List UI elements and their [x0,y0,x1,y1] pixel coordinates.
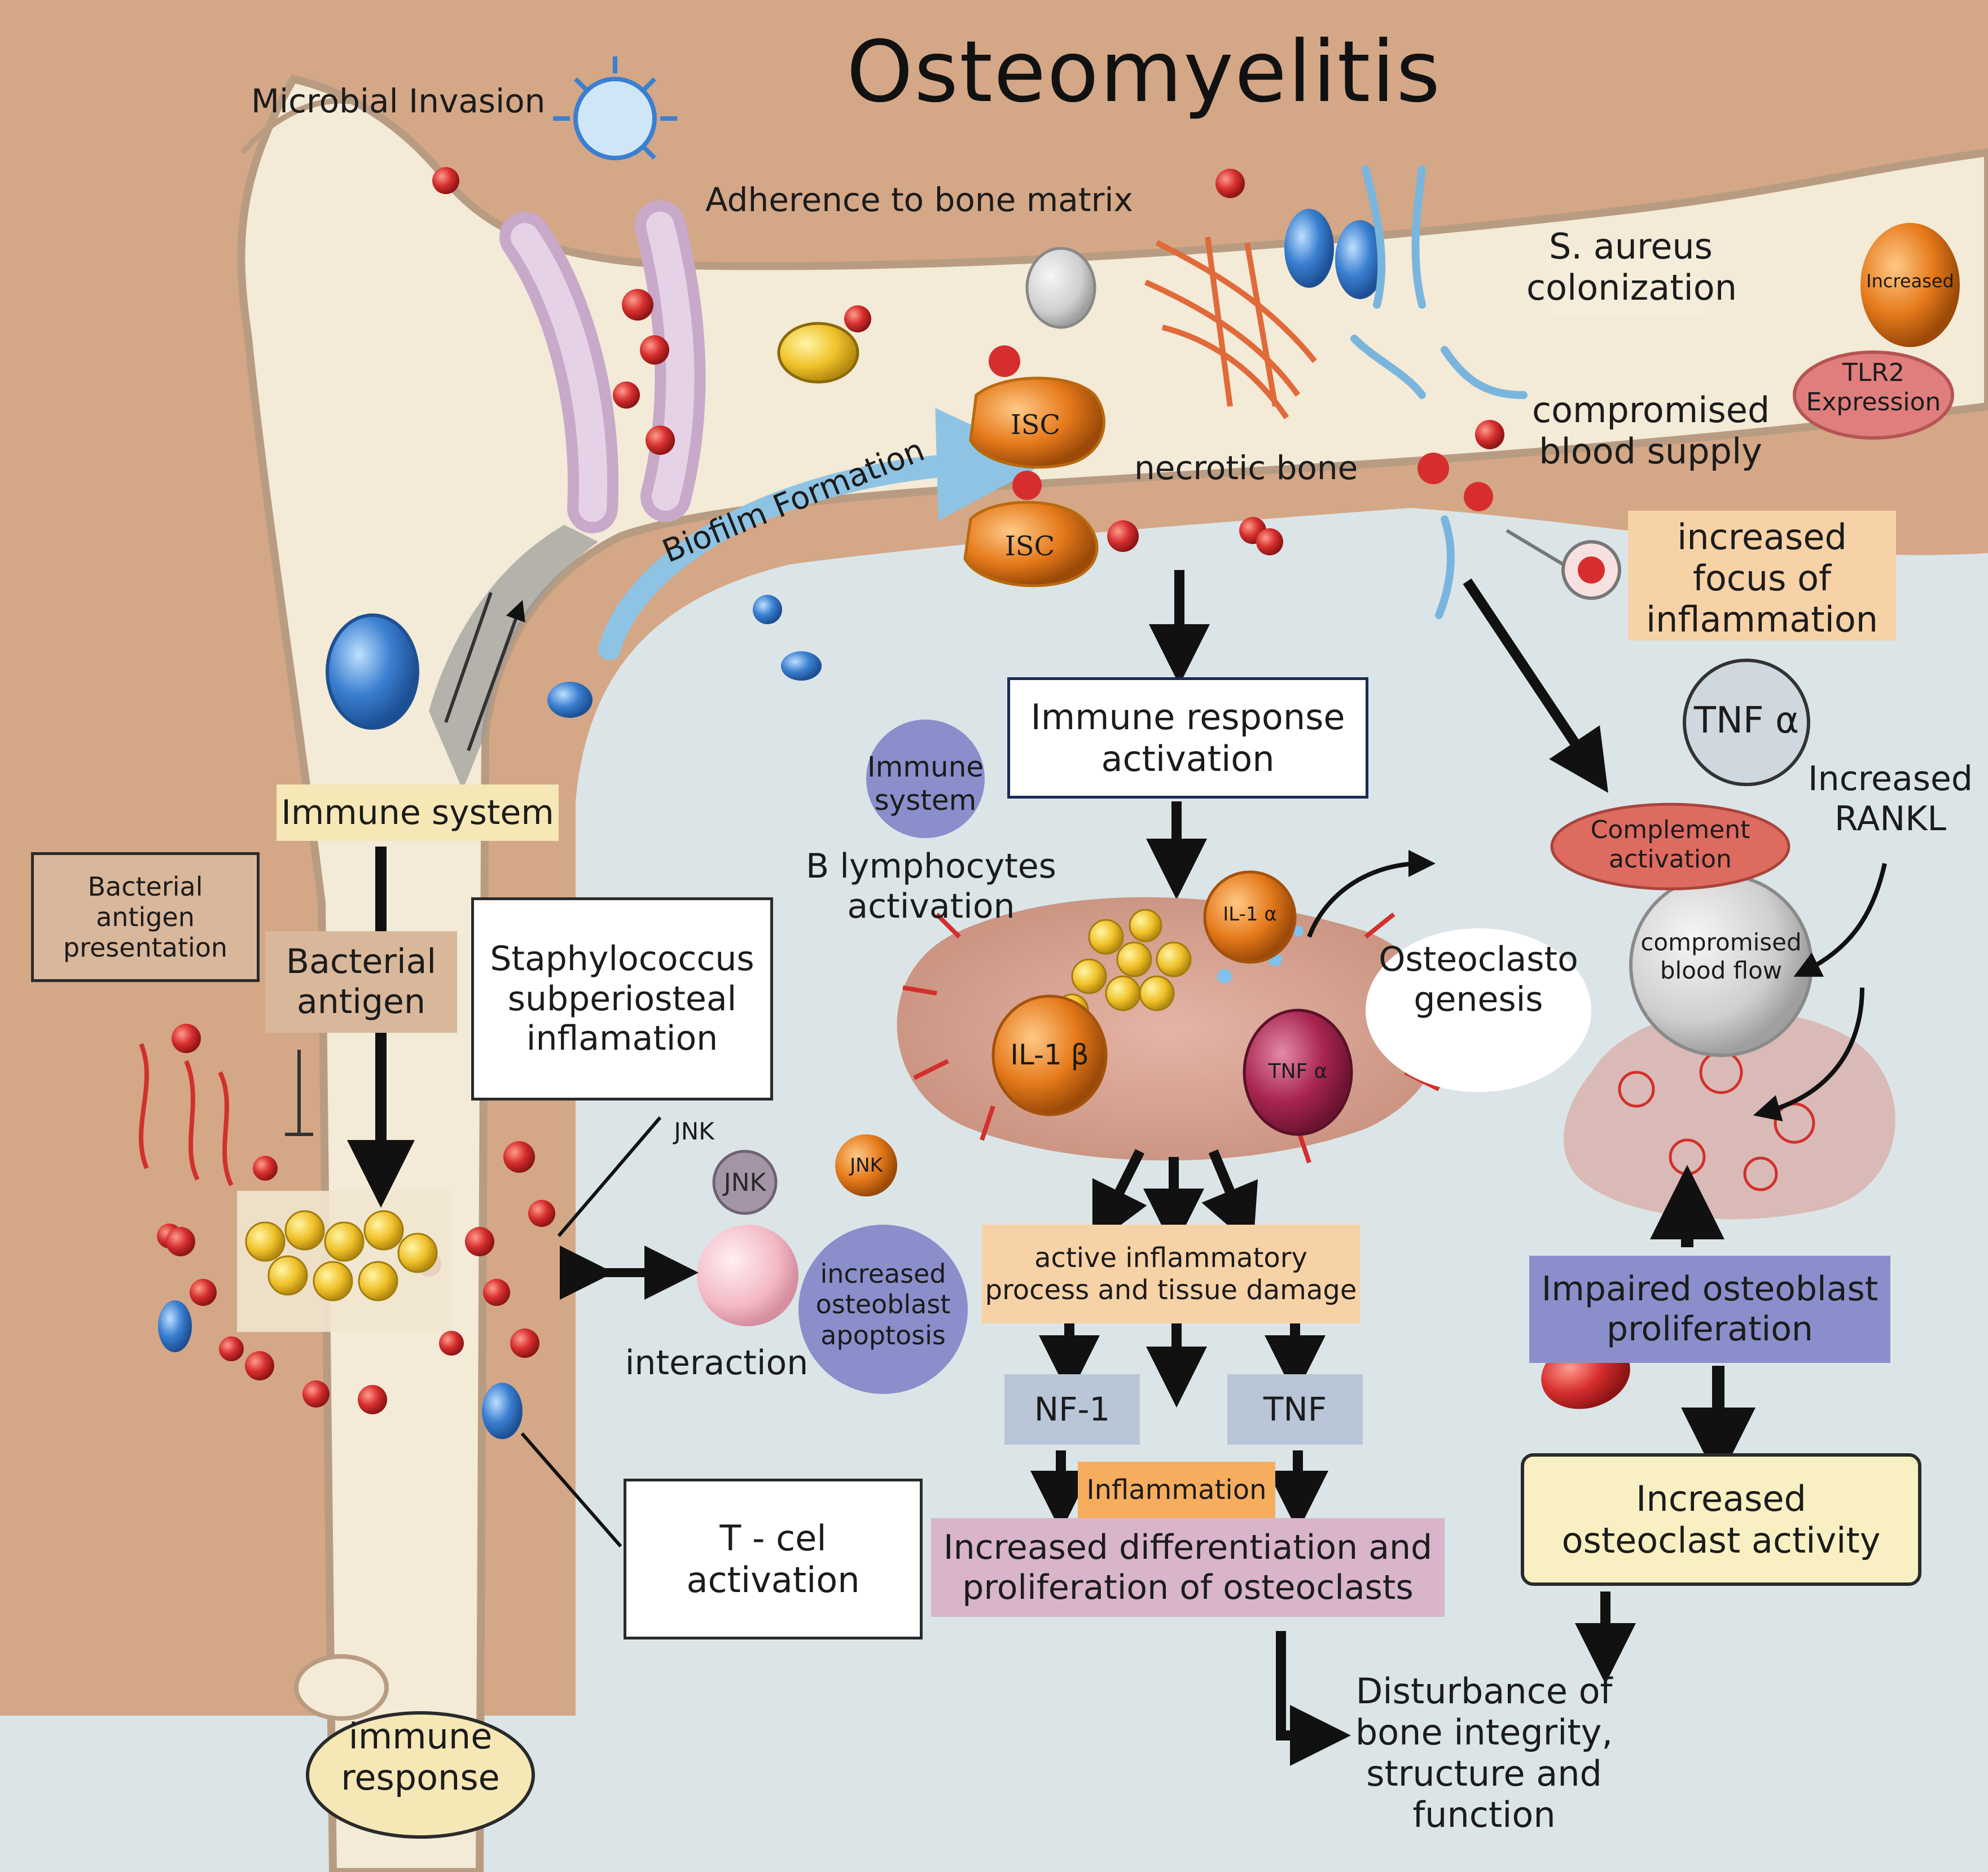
isc-top-label: ISC [1010,409,1061,441]
arrow-to-osteoclast [1463,578,1608,793]
jnk-grey-label: JNK [723,1168,766,1197]
il1-beta-cell [991,994,1108,1116]
t-cell-activation-box: T - cel activation [624,1479,923,1639]
biofilm-rods [1350,165,1528,619]
tnf-alpha-cell [1243,1009,1353,1136]
necrotic-bone-label: necrotic bone [1134,449,1358,487]
jnk-label: JNK [674,1117,714,1145]
complement-activation-label: Complement activation [1590,816,1750,874]
apoptosis-circle [798,1225,968,1394]
interaction-label: interaction [625,1343,809,1383]
osteoclastogenesis-ellipse [1366,928,1591,1092]
jnk-orange-label: JNK [850,1154,883,1177]
complement-ellipse [1550,803,1790,891]
b-lymphocytes-label: B lymphocytes activation [806,847,1056,926]
yellow-bacterium [777,322,859,384]
bacterial-antigen-presentation-box: Bacterial antigen presentation [31,852,260,982]
necrotic-bone-icon [1144,236,1317,419]
tlr2-label: TLR2 Expression [1806,358,1941,417]
staph-inflammation-box: Staphylococcus subperiosteal inflamation [471,897,773,1101]
disturbance-label: Disturbance of bone integrity, structure… [1355,1671,1613,1836]
adherence-label: Adherence to bone matrix [705,181,1133,219]
isc-bottom-label: ISC [1004,531,1055,562]
increased-small-label: Increased [1866,270,1954,292]
tnf-box: TNF [1227,1374,1363,1445]
il1-beta-label: IL-1 β [1010,1038,1089,1071]
bacterial-antigen-box: Bacterial antigen [265,931,457,1033]
tnf-alpha-circle-label: TNF α [1693,700,1800,742]
jnk-orange-cell [835,1134,897,1196]
isc-cells [963,345,1493,588]
immune-response-ellipse [306,1711,535,1839]
increased-apoptosis-label: increased osteoblast apoptosis [815,1259,951,1351]
increased-differentiation-box: Increased differentiation and proliferat… [931,1518,1445,1617]
compromised-blood-supply-label: compromised blood supply [1532,389,1770,472]
jnk-grey-cell [712,1150,778,1215]
compromised-blood-flow-label: compromised blood flow [1640,928,1802,984]
grey-cell [1025,247,1096,329]
blood-vessels [499,200,706,533]
page-title: Osteomyelitis [846,23,1442,121]
impaired-osteoblast-box: Impaired osteoblast proliferation [1529,1256,1890,1363]
immune-system-circle-label: Immune system [867,751,984,817]
osteoclastogenesis-label: Osteoclasto genesis [1379,940,1578,1019]
inflammatory-mass [897,870,1456,1164]
infection-band [139,1043,510,1361]
il1-alpha-label: IL-1 α [1223,903,1277,926]
immune-system-label: Immune system [277,784,559,841]
interaction-cell [697,1225,798,1326]
increased-osteoclast-activity-box: Increased osteoclast activity [1521,1453,1921,1586]
tlr2-ellipse [1793,350,1954,440]
tnf-alpha-cell-label: TNF α [1268,1060,1328,1083]
microbe-icon [553,56,677,160]
biofilm-arrow [598,407,1050,660]
focus-box [1628,511,1896,641]
microbial-invasion-label: Microbial Invasion [251,82,546,120]
nf1-box: NF-1 [1004,1374,1140,1445]
immune-response-activation-box: Immune response activation [1007,677,1368,799]
increased-rankl-label: Increased RANKL [1807,759,1973,839]
tnf-alpha-circle [1683,659,1810,786]
inflammation-box: Inflammation [1078,1462,1275,1518]
immune-response-label: immune response [341,1716,500,1799]
s-aureus-label: S. aureus colonization [1526,226,1737,309]
il1-alpha-cell [1203,870,1297,964]
increased-orange-cell [1860,223,1960,347]
immune-system-circle [866,720,985,838]
blue-cells [158,209,1385,1439]
increased-focus-label: increased focus of inflammation [1645,516,1879,641]
active-inflammatory-box: active inflammatory process and tissue d… [982,1225,1360,1323]
